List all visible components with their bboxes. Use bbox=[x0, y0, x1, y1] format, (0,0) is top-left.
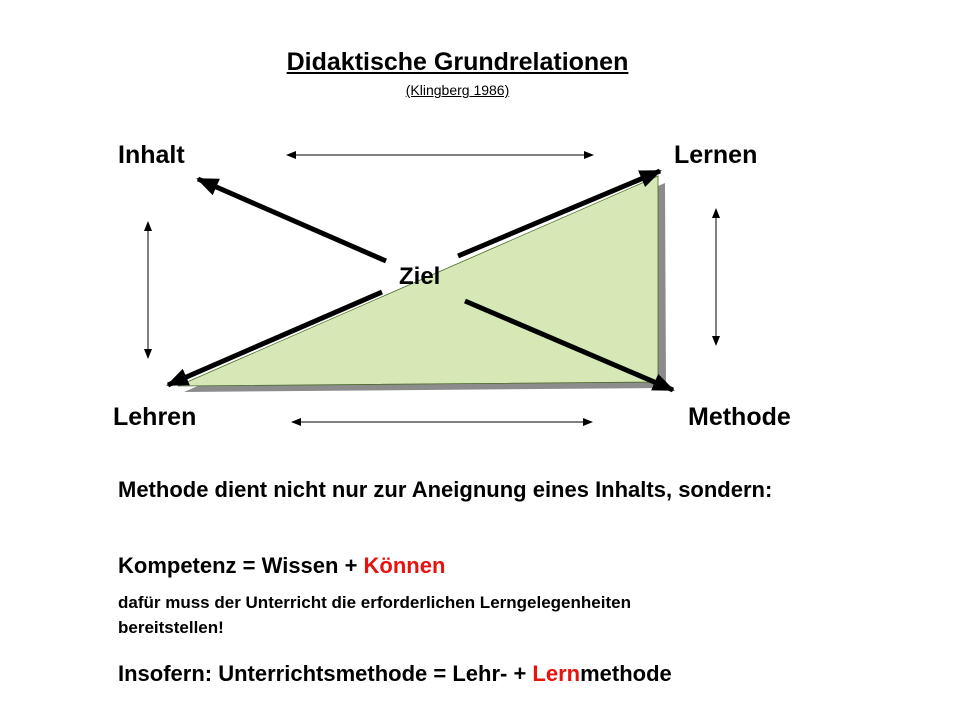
text-method-statement: Methode dient nicht nur zur Aneignung ei… bbox=[118, 477, 773, 502]
node-inhalt: Inhalt bbox=[118, 141, 185, 169]
node-methode: Methode bbox=[688, 403, 791, 431]
text-competence-formula: Kompetenz = Wissen + Können bbox=[118, 553, 445, 579]
conclusion-prefix: Insofern: Unterrichtsmethode = Lehr- + bbox=[118, 661, 533, 686]
formula-highlight: Können bbox=[363, 553, 446, 578]
arrow-ziel-lehren bbox=[166, 289, 383, 388]
node-lehren: Lehren bbox=[113, 403, 197, 431]
text-conclusion: Insofern: Unterrichtsmethode = Lehr- + L… bbox=[118, 661, 672, 687]
node-lernen: Lernen bbox=[674, 141, 758, 169]
arrow-ziel-lernen bbox=[457, 168, 662, 259]
arrow-ziel-methode bbox=[464, 298, 675, 393]
conclusion-suffix: methode bbox=[580, 661, 672, 686]
formula-prefix: Kompetenz = Wissen + bbox=[118, 553, 364, 578]
arrow-ziel-inhalt bbox=[196, 176, 387, 264]
text-note: dafür muss der Unterricht die erforderli… bbox=[118, 593, 631, 637]
page-title: Didaktische Grundrelationen bbox=[286, 48, 629, 76]
page-subtitle: (Klingberg 1986) bbox=[405, 82, 510, 98]
node-ziel: Ziel bbox=[399, 263, 441, 290]
conclusion-highlight: Lern bbox=[532, 661, 581, 686]
